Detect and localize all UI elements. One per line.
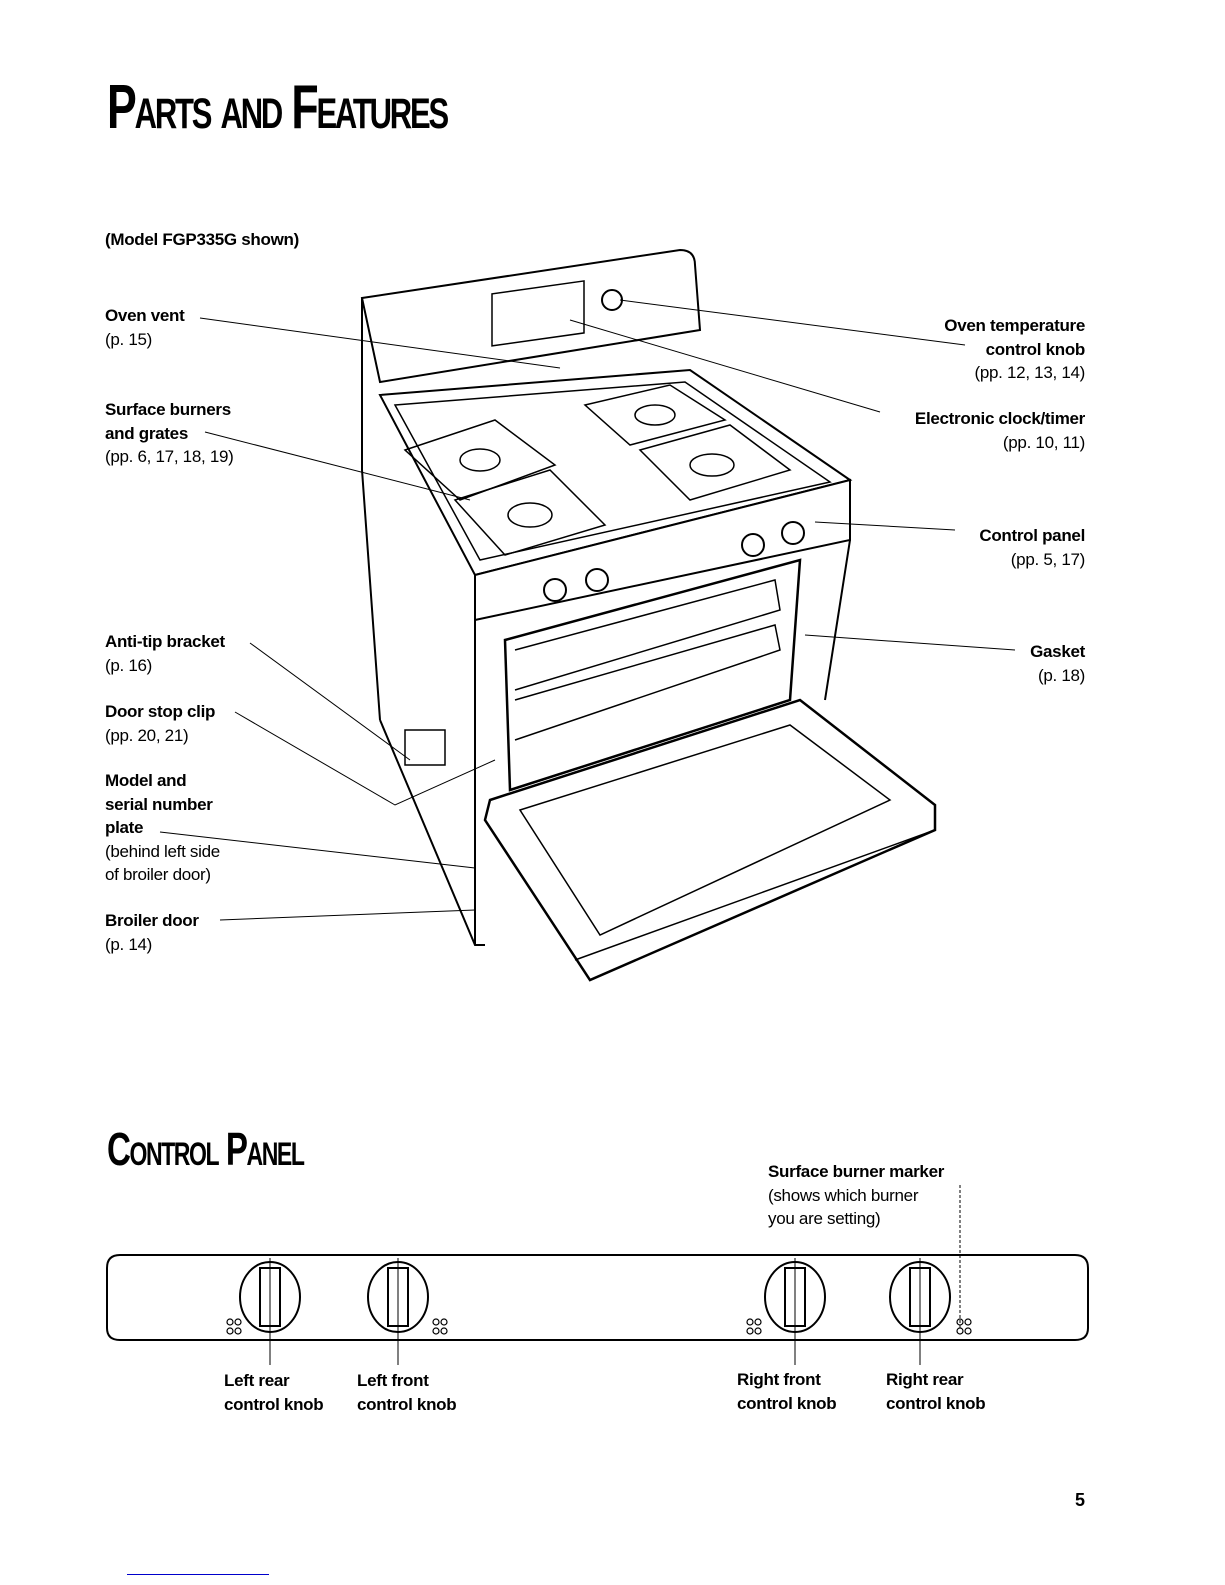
page-number: 5 [1075,1490,1086,1510]
bottom-link-underline [127,1574,269,1575]
section-title-control-panel: Control Panel [107,1123,305,1175]
page-title: Parts and Features [107,73,449,142]
label-clock-timer: Electronic clock/timer(pp. 10, 11) [914,409,1085,452]
burner-grates-icon [403,384,792,556]
label-anti-tip-bracket: Anti-tip bracket(p. 16) [105,632,225,675]
burner-marker-icons [226,1318,972,1335]
label-gasket: Gasket(p. 18) [1030,642,1085,685]
knob-left-front-icon [367,1258,429,1365]
label-door-stop-clip: Door stop clip(pp. 20, 21) [105,702,216,745]
label-oven-vent: Oven vent(p. 15) [105,306,185,349]
knob-left-rear-icon [239,1258,301,1365]
oven-racks-icon [514,579,781,741]
knob-right-rear-icon [889,1258,951,1365]
label-broiler-door: Broiler door(p. 14) [105,911,199,954]
model-note: (Model FGP335G shown) [105,230,299,249]
label-surface-burner-marker: Surface burner marker (shows which burne… [768,1162,945,1228]
label-control-panel: Control panel(pp. 5, 17) [979,526,1085,569]
knob-right-front-icon [764,1258,826,1365]
